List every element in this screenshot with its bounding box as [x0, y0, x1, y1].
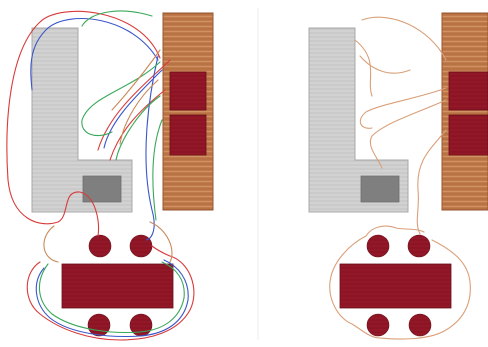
red-circle — [130, 235, 152, 257]
red-circle — [367, 314, 389, 336]
left-panel — [7, 11, 213, 340]
wire-red — [98, 60, 170, 160]
wire-tan — [355, 40, 410, 96]
red-rectangle — [62, 264, 173, 308]
brick-column — [163, 13, 213, 210]
red-rectangle — [340, 264, 451, 308]
red-circle — [408, 235, 430, 257]
wire-tan — [360, 17, 446, 128]
red-square-lower — [449, 115, 488, 155]
red-square-upper — [170, 72, 206, 110]
red-square-lower — [170, 115, 206, 155]
red-circle — [88, 314, 110, 336]
red-circle — [89, 235, 111, 257]
brick-column — [442, 13, 488, 210]
red-circle — [409, 314, 431, 336]
small-gray-block — [83, 176, 121, 202]
red-circle — [367, 235, 389, 257]
right-panel — [309, 13, 488, 339]
red-square-upper — [449, 72, 488, 110]
wire-tan — [366, 226, 424, 236]
small-gray-block — [361, 176, 399, 202]
